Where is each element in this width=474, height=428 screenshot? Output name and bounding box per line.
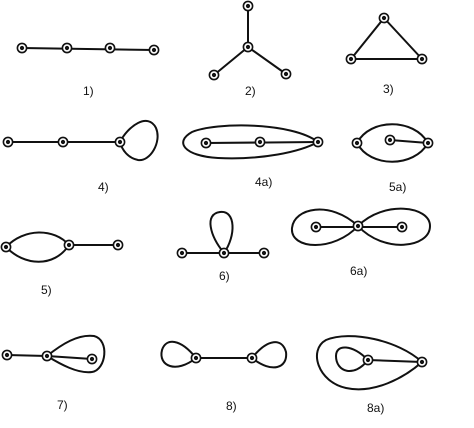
graph-5-vertex	[0, 241, 12, 253]
graph-5a-vertex	[384, 134, 396, 146]
graph-4a-vertex	[200, 137, 212, 149]
graph-2-edge	[247, 46, 287, 75]
graph-8-vertex	[190, 352, 202, 364]
graph-7-label: 7)	[57, 398, 68, 412]
graph-6-label: 6)	[219, 269, 230, 283]
graph-4-vertex	[114, 136, 126, 148]
graph-7-edge	[6, 354, 48, 357]
graph-8-label: 8)	[226, 399, 237, 413]
graph-8: 8)	[160, 340, 288, 413]
graph-8a-vertex	[362, 354, 374, 366]
graph-1: 1)	[16, 42, 160, 98]
graph-7-edge	[46, 355, 93, 360]
graph-4-vertex	[2, 136, 14, 148]
graph-6-vertex	[176, 247, 188, 259]
graph-3-vertex	[345, 53, 357, 65]
graph-7-vertex	[86, 353, 98, 365]
graph-4a-loop	[182, 124, 319, 160]
graph-6a-label: 6a)	[350, 264, 367, 278]
graph-7-loop	[46, 334, 106, 374]
graph-5-label: 5)	[41, 283, 52, 297]
graph-1-vertex	[61, 42, 73, 54]
graph-4a-vertex	[254, 136, 266, 148]
graph-5a-edge	[389, 139, 429, 144]
graph-5: 5)	[0, 231, 124, 297]
graph-6a-vertex	[310, 221, 322, 233]
graph-5a-arc	[356, 142, 429, 163]
graph-2-vertex	[242, 41, 254, 53]
graph-5a-vertex	[422, 137, 434, 149]
graph-8a-vertex	[416, 356, 428, 368]
graph-4a-label: 4a)	[255, 175, 272, 189]
graph-6: 6)	[176, 210, 270, 283]
graph-5a: 5a)	[351, 123, 434, 194]
graph-8a-edge	[367, 359, 423, 363]
graph-5-arc	[5, 231, 70, 248]
graph-1-vertex	[16, 42, 28, 54]
graph-7-vertex	[41, 350, 53, 362]
graph-8a: 8a)	[316, 335, 428, 415]
graph-5-vertex	[63, 239, 75, 251]
graph-6a: 6a)	[290, 207, 431, 278]
graph-5-arc	[5, 244, 70, 263]
graph-4a: 4a)	[182, 124, 324, 189]
graph-4-loop	[119, 120, 159, 162]
graph-2-vertex	[242, 0, 254, 12]
graph-2: 2)	[208, 0, 292, 98]
graph-4-label: 4)	[98, 180, 109, 194]
graph-3-label: 3)	[383, 82, 394, 96]
graph-2-label: 2)	[245, 84, 256, 98]
graph-3-edge	[350, 17, 423, 60]
graph-1-vertex	[148, 44, 160, 56]
graph-3-vertex	[416, 53, 428, 65]
graph-7-vertex	[1, 349, 13, 361]
graph-5a-vertex	[351, 137, 363, 149]
graph-6a-vertex	[396, 221, 408, 233]
graph-2-edge	[213, 46, 249, 76]
graph-1-label: 1)	[83, 84, 94, 98]
graph-4-vertex	[57, 136, 69, 148]
graph-8a-loop	[316, 335, 423, 391]
graph-6-vertex	[258, 247, 270, 259]
graph-5a-arc	[356, 123, 429, 144]
graph-8a-loop	[335, 346, 369, 372]
graph-7: 7)	[1, 334, 106, 412]
graph-6a-vertex	[352, 220, 364, 232]
graph-8-loop	[251, 341, 288, 369]
graph-2-vertex	[208, 69, 220, 81]
graph-8a-label: 8a)	[367, 401, 384, 415]
graph-3: 3)	[345, 12, 428, 96]
graph-1-vertex	[104, 42, 116, 54]
graph-5-vertex	[112, 239, 124, 251]
graph-3-vertex	[378, 12, 390, 24]
graph-4: 4)	[2, 120, 159, 194]
graph-8-vertex	[246, 352, 258, 364]
graph-6-vertex	[218, 247, 230, 259]
graph-5a-label: 5a)	[389, 180, 406, 194]
graph-8-loop	[160, 340, 197, 368]
graph-4a-vertex	[312, 136, 324, 148]
graph-2-vertex	[280, 68, 292, 80]
graph-1-edge	[21, 47, 155, 51]
graph-6-loop	[209, 210, 234, 254]
